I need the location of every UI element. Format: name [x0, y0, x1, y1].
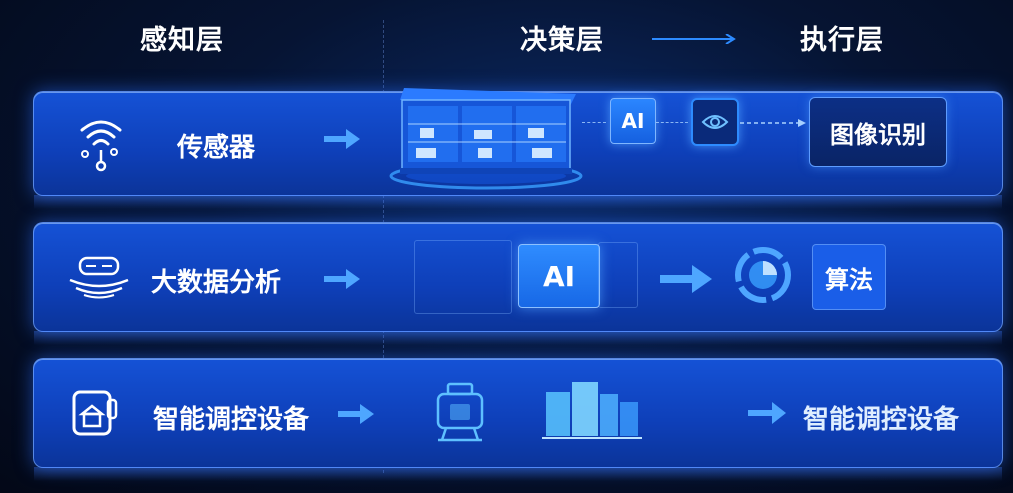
arrow-right-icon	[324, 129, 360, 149]
wifi-sensor-icon	[80, 120, 122, 172]
vr-headset-icon	[69, 256, 129, 299]
legend-panel	[900, 244, 980, 308]
eye-recognition-icon	[691, 98, 739, 146]
arrow-right-icon	[660, 265, 712, 293]
display-cabinet-icon	[389, 88, 583, 190]
row-band-smart-device	[33, 358, 1003, 481]
ai-chip: AI	[610, 98, 656, 144]
row-label-sensor: 传感器	[177, 133, 256, 163]
header-decision-layer: 决策层	[520, 25, 604, 56]
data-panel	[598, 242, 638, 308]
connector-dash	[656, 122, 688, 123]
execution-image-recognition: 图像识别	[809, 97, 947, 167]
header-execution-layer: 执行层	[800, 25, 884, 56]
dashed-arrow-icon	[740, 119, 806, 127]
header-perception-layer: 感知层	[140, 25, 224, 56]
eye-icon	[701, 115, 729, 129]
arrow-right-icon	[338, 404, 374, 424]
building-chart-icon	[542, 382, 642, 439]
data-chart-icon	[735, 247, 791, 303]
connector-dash	[582, 122, 606, 123]
smart-device-icon	[72, 390, 118, 436]
execution-smart-device: 智能调控设备	[803, 405, 960, 435]
row-label-big-data: 大数据分析	[151, 268, 282, 298]
header-arrow-icon	[652, 34, 736, 44]
arrow-right-icon	[324, 269, 360, 289]
robot-device-icon	[436, 382, 484, 442]
data-panel	[414, 240, 512, 314]
execution-algorithm: 算法	[812, 244, 886, 310]
ai-chip: AI	[518, 244, 600, 308]
arrow-right-icon	[748, 402, 786, 424]
row-label-smart-device: 智能调控设备	[153, 405, 310, 435]
